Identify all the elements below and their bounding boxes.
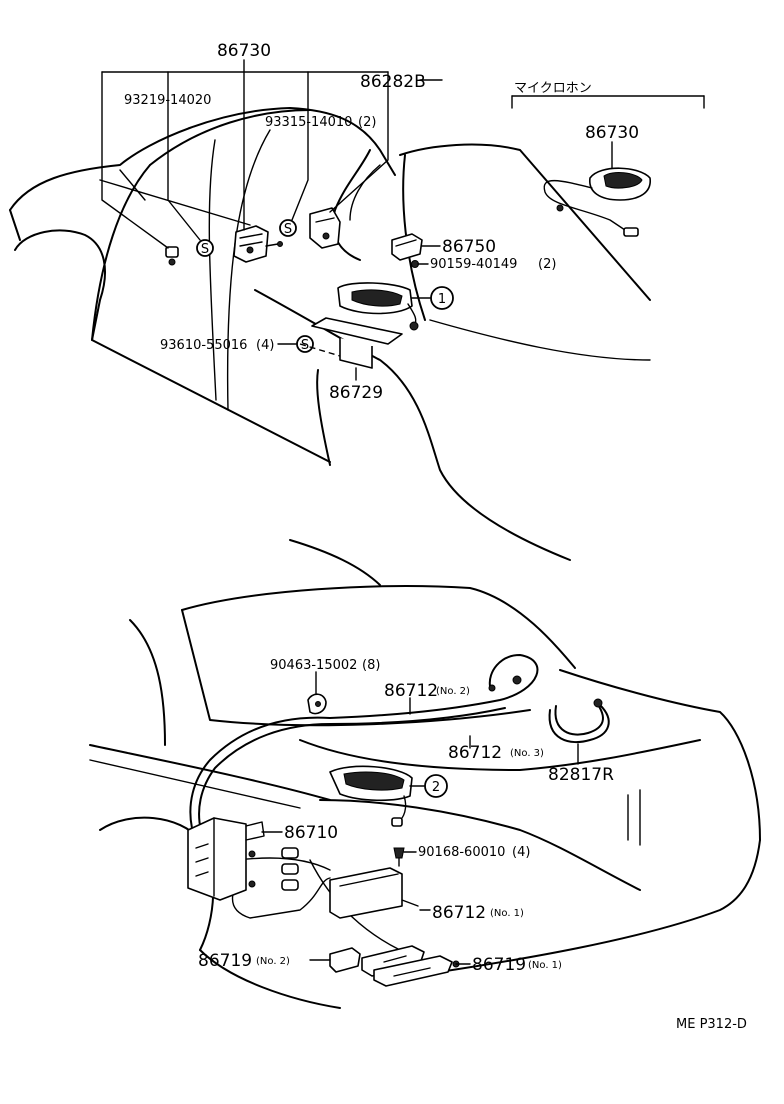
- label-93219-14020: 93219-14020: [124, 93, 211, 108]
- label-86719-no2-tag: (No. 2): [256, 956, 290, 967]
- label-86712-no3-tag: (No. 3): [510, 748, 544, 759]
- rear-telephone-handset: [329, 765, 413, 827]
- label-90168-60010: 90168-60010: [418, 845, 505, 860]
- label-86712-no1: 86712: [432, 903, 486, 923]
- label-93315-qty: (2): [358, 115, 376, 130]
- label-86282B: 86282B: [360, 72, 426, 92]
- harness-82817R: [548, 698, 610, 744]
- callout-circle-2: [424, 774, 448, 798]
- callout-circle-1: [430, 286, 454, 310]
- label-86729: 86729: [329, 383, 383, 403]
- mount-bracket-86729: [299, 317, 403, 369]
- label-82817R: 82817R: [548, 765, 614, 785]
- lower-car-body: [89, 539, 761, 1009]
- screw-93219: [165, 246, 179, 266]
- label-90463-15002: 90463-15002: [270, 658, 357, 673]
- screw-90168: [393, 847, 405, 867]
- label-86712-no1-tag: (No. 1): [490, 908, 524, 919]
- microphone-title: マイクロホン: [514, 81, 592, 96]
- label-90159-qty: (2): [538, 257, 556, 272]
- label-86712-no2: 86712: [384, 681, 438, 701]
- label-90168-qty: (4): [512, 845, 530, 860]
- label-93610-55016: 93610-55016: [160, 338, 247, 353]
- microphone-bracket-86730: [233, 225, 283, 263]
- label-86719-no1: 86719: [472, 955, 526, 975]
- s-mark-2: S: [284, 222, 292, 237]
- top-leader-lines: [101, 59, 705, 381]
- label-86710: 86710: [284, 823, 338, 843]
- microphone-86730: [543, 167, 651, 237]
- upper-car-body: [9, 107, 651, 561]
- label-90463-qty: (8): [362, 658, 380, 673]
- label-93610-qty: (4): [256, 338, 274, 353]
- label-86750: 86750: [442, 237, 496, 257]
- bracket-86719-no2: [329, 947, 361, 973]
- label-86730-mic: 86730: [585, 123, 639, 143]
- callout-2: 2: [432, 780, 440, 795]
- callout-1: 1: [438, 292, 446, 307]
- clamp-90463: [307, 693, 327, 715]
- label-86712-no2-tag: (No. 2): [436, 686, 470, 697]
- transceiver-86710: [187, 817, 299, 901]
- bracket-86282B: [309, 207, 341, 249]
- unit-86750: [391, 233, 423, 268]
- label-86712-no3: 86712: [448, 743, 502, 763]
- amplifier-86712-no1: [329, 867, 419, 919]
- diagram-code: ME P312-D: [676, 1017, 747, 1032]
- s-mark-1: S: [201, 242, 209, 257]
- label-86719-no2: 86719: [198, 951, 252, 971]
- bottom-leader-lines: [261, 671, 579, 965]
- label-90159-40149: 90159-40149: [430, 257, 517, 272]
- bracket-86719-no1: [361, 945, 460, 987]
- telephone-handset-unit: [337, 282, 419, 331]
- label-86719-no1-tag: (No. 1): [528, 960, 562, 971]
- label-86730-top: 86730: [217, 41, 271, 61]
- label-93315-14010: 93315-14010: [265, 115, 352, 130]
